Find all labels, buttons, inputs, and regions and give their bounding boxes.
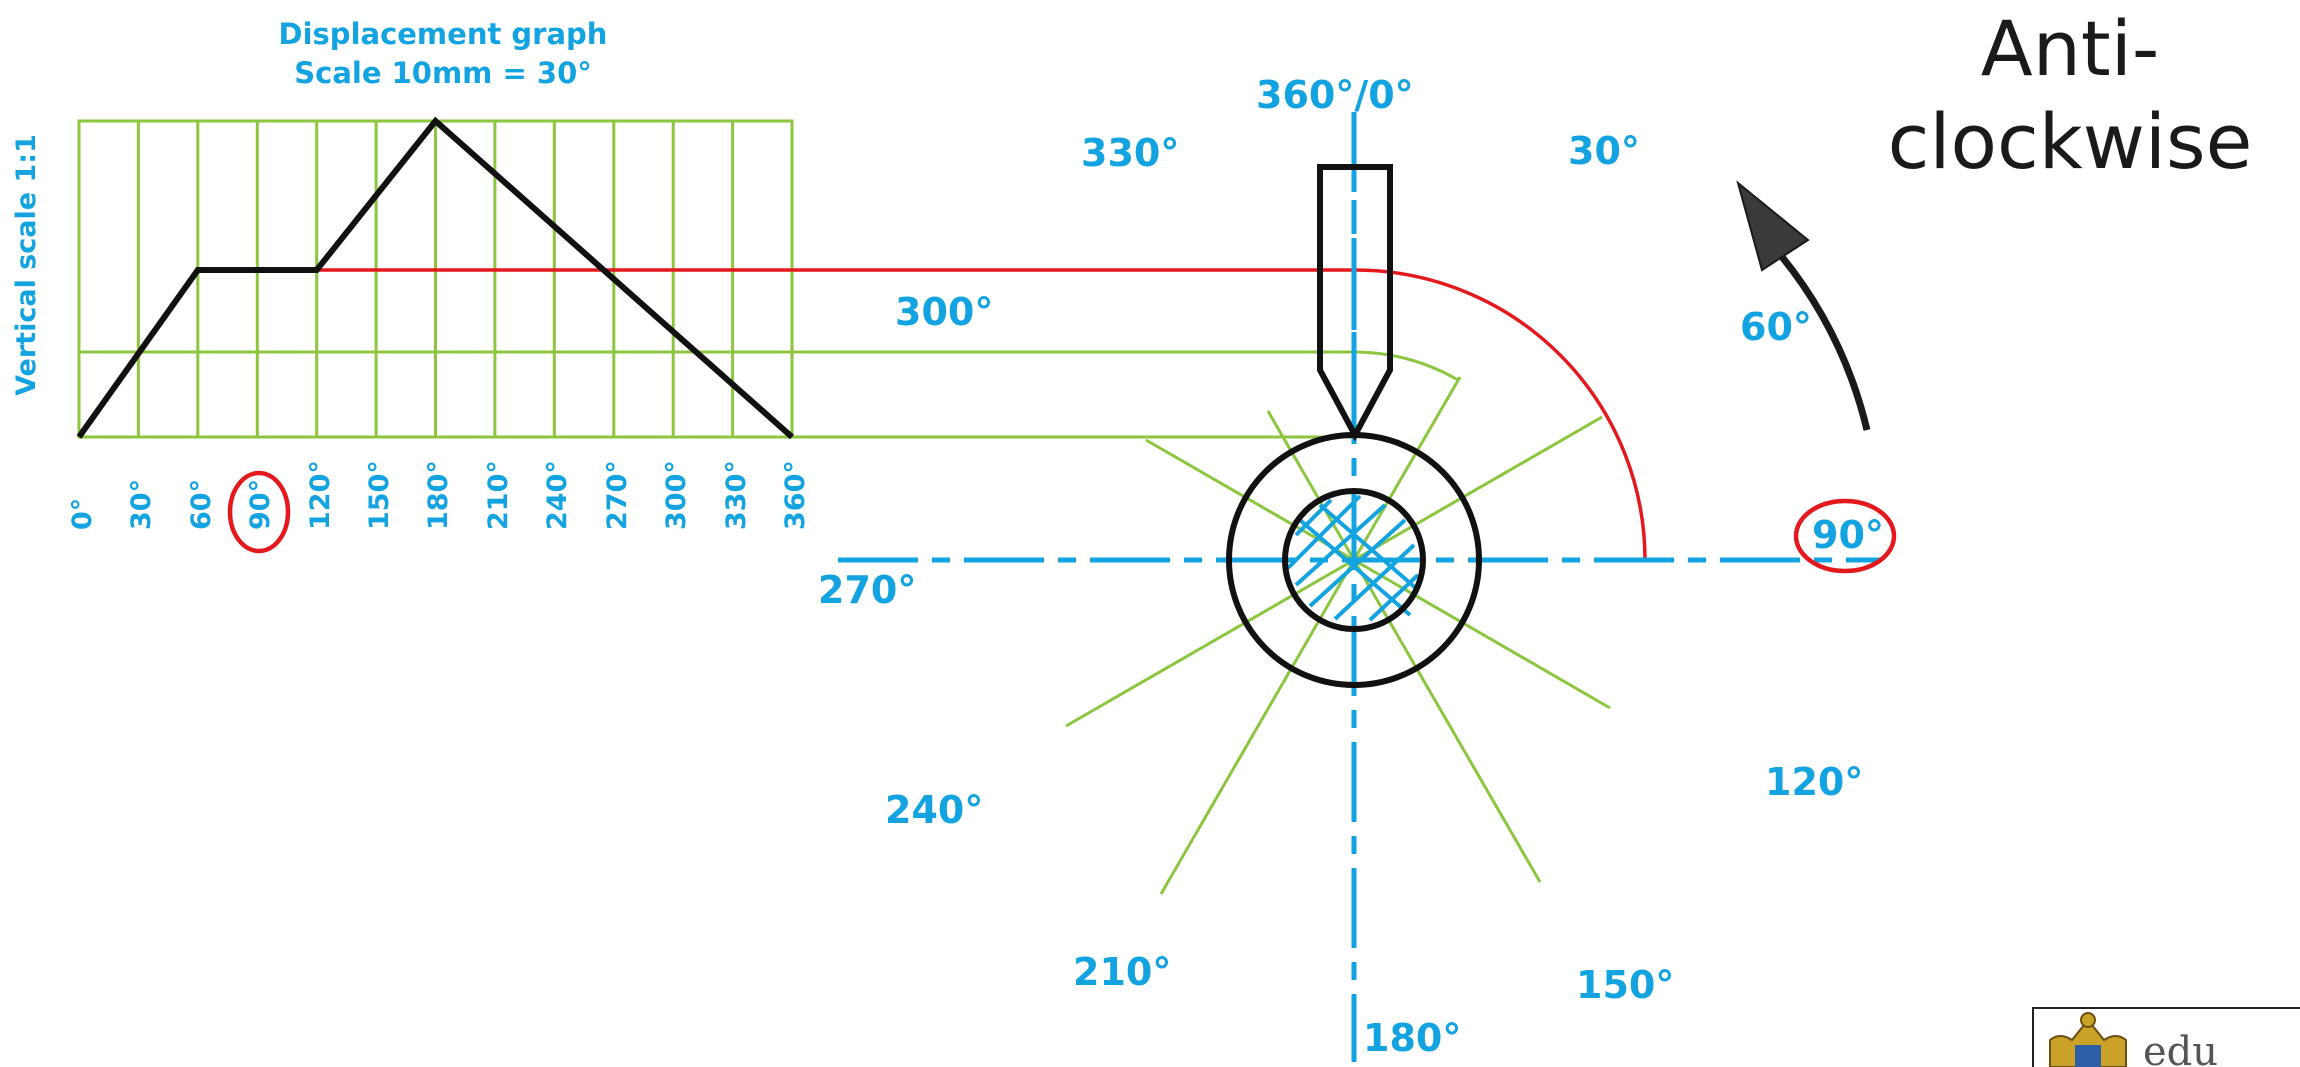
knife-edge-follower — [1317, 164, 1393, 442]
rotation-indicator: Anti- clockwise — [1736, 4, 2253, 431]
highlight-ring-90-tick — [227, 470, 291, 554]
displacement-graph: Displacement graph Scale 10mm = 30° Vert… — [11, 17, 1355, 554]
x-tick-label: 90° — [245, 479, 276, 530]
radial-lines — [1065, 376, 1611, 895]
angle-label-120: 120° — [1765, 760, 1863, 804]
coat-of-arms-crest — [2080, 1012, 2096, 1028]
x-tick-label: 240° — [542, 460, 573, 530]
centre-lines — [838, 112, 1880, 1062]
rotation-arrow-head — [1736, 180, 1810, 272]
cam-construction: 360°/0° 30° 60° 90° 120° 150° 180° 210° … — [818, 73, 1897, 1062]
displacement-arc-green — [1354, 350, 1459, 382]
x-tick-label: 60° — [186, 479, 217, 530]
radial-line — [1159, 559, 1356, 895]
hatch-line — [1308, 518, 1407, 608]
hub-hatching — [1286, 494, 1420, 622]
angle-label-210: 210° — [1073, 950, 1171, 994]
radial-line — [1145, 438, 1355, 562]
angle-label-360-0: 360°/0° — [1256, 73, 1414, 117]
radial-line — [1352, 376, 1462, 561]
x-tick-label: 180° — [423, 460, 454, 530]
x-tick-label: 120° — [305, 460, 336, 530]
x-tick-label: 0° — [67, 498, 98, 530]
x-tick-label: 150° — [364, 460, 395, 530]
graph-title: Displacement graph — [279, 17, 608, 51]
x-tick-label: 300° — [661, 460, 692, 530]
displacement-arc-red — [1354, 268, 1647, 561]
logo-text: edu — [2143, 1029, 2218, 1067]
vertical-scale-label: Vertical scale 1:1 — [11, 134, 42, 396]
angle-label-60: 60° — [1740, 305, 1812, 349]
hatch-line — [1298, 518, 1412, 617]
coat-of-arms-shield — [2075, 1045, 2101, 1067]
radial-line — [1353, 415, 1603, 562]
rotation-arrow-shaft — [1775, 249, 1871, 431]
radial-line — [1353, 558, 1611, 710]
cam-hub-circle — [1282, 488, 1426, 632]
x-tick-label: 210° — [483, 460, 514, 530]
radial-line — [1065, 558, 1355, 728]
angle-labels: 360°/0° 30° 60° 90° 120° 150° 180° 210° … — [818, 73, 1884, 1060]
x-tick-label: 330° — [721, 460, 752, 530]
highlight-ring-90-angle — [1793, 498, 1897, 574]
angle-label-300: 300° — [895, 290, 993, 334]
hatch-line — [1286, 494, 1362, 570]
angle-label-270: 270° — [818, 568, 916, 612]
x-tick-label: 360° — [780, 460, 811, 530]
graph-grid — [77, 119, 1355, 439]
displacement-curve — [76, 116, 794, 440]
hatch-line — [1294, 503, 1387, 587]
angle-label-90: 90° — [1812, 513, 1884, 557]
angle-label-150: 150° — [1576, 963, 1674, 1007]
radial-line — [1266, 410, 1356, 561]
x-tick-label: 270° — [602, 460, 633, 530]
logo: edu — [2032, 1007, 2300, 1067]
rotation-direction-line1: Anti- — [1981, 4, 2160, 93]
graph-scale: Scale 10mm = 30° — [294, 56, 592, 90]
angle-label-330: 330° — [1081, 131, 1179, 175]
rotation-direction-line2: clockwise — [1888, 97, 2253, 186]
angle-label-180: 180° — [1363, 1016, 1461, 1060]
x-tick-labels: 0° 30° 60° 90° 120° 150° 180° 210° 240° … — [67, 460, 811, 530]
hatch-line — [1294, 498, 1333, 537]
x-tick-label: 30° — [126, 479, 157, 530]
angle-label-30: 30° — [1568, 129, 1640, 173]
angle-label-240: 240° — [885, 788, 983, 832]
radial-line — [1352, 559, 1542, 883]
hatch-line — [1318, 503, 1420, 592]
